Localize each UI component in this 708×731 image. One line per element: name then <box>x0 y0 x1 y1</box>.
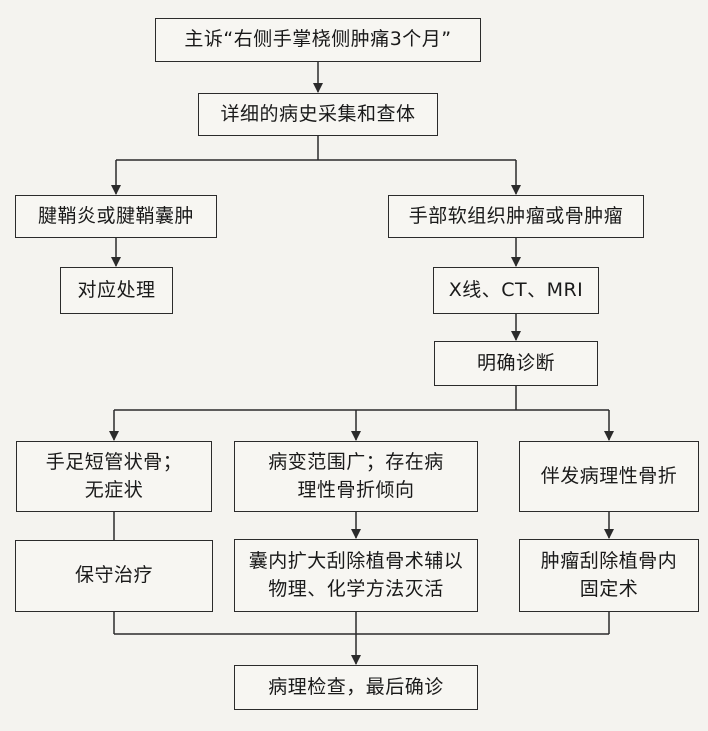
node-corresponding-treatment: 对应处理 <box>60 267 173 314</box>
node-pathology-final: 病理检查，最后确诊 <box>234 665 478 710</box>
node-chief-complaint: 主诉“右侧手掌桡侧肿痛3个月” <box>155 18 481 62</box>
node-soft-tissue-bone-tumor: 手部软组织肿瘤或骨肿瘤 <box>388 195 644 238</box>
node-imaging: X线、CT、MRI <box>433 267 599 314</box>
node-curettage-inactivation: 囊内扩大刮除植骨术辅以 物理、化学方法灭活 <box>234 539 478 612</box>
node-short-tubular-bone: 手足短管状骨； 无症状 <box>16 441 212 512</box>
node-tenosynovitis: 腱鞘炎或腱鞘囊肿 <box>15 195 217 238</box>
node-pathologic-fracture: 伴发病理性骨折 <box>519 441 699 512</box>
node-history-exam: 详细的病史采集和查体 <box>198 93 438 136</box>
node-wide-lesion: 病变范围广；存在病 理性骨折倾向 <box>234 441 478 512</box>
node-diagnosis: 明确诊断 <box>434 341 598 386</box>
node-conservative-treatment: 保守治疗 <box>15 540 213 612</box>
node-curettage-fixation: 肿瘤刮除植骨内 固定术 <box>519 539 699 612</box>
